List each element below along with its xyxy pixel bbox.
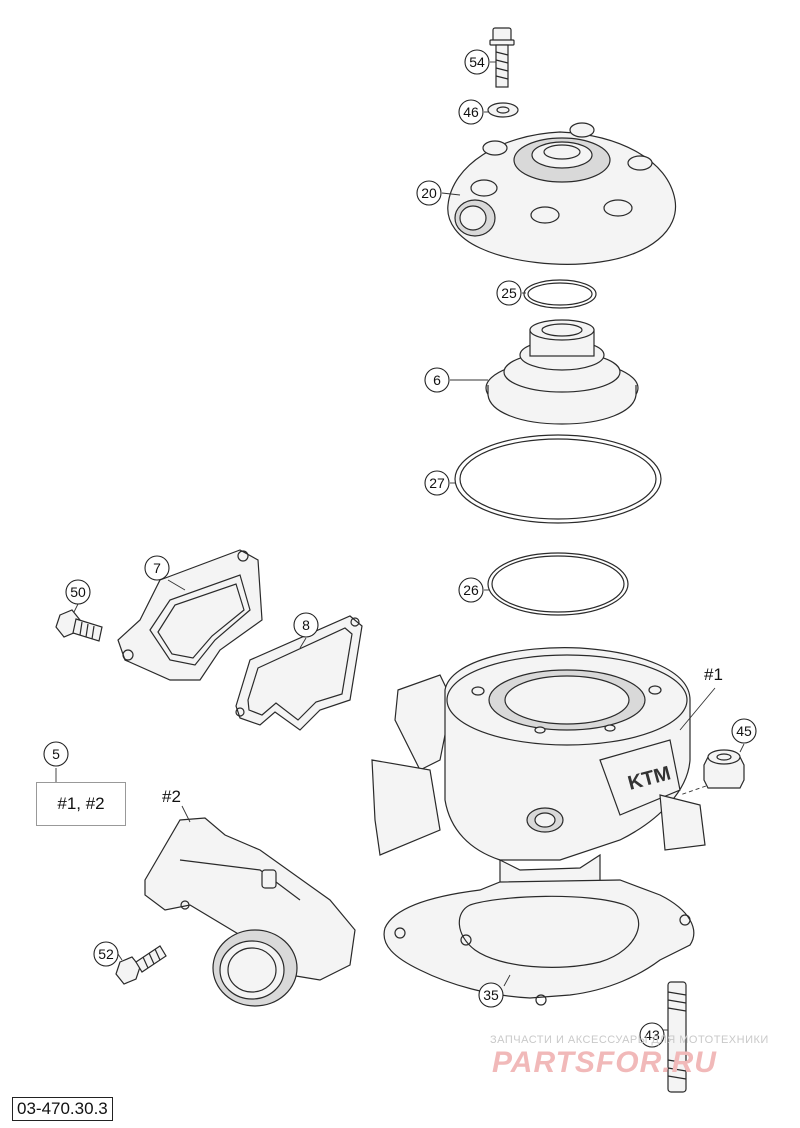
callout-label: 54	[469, 54, 485, 70]
callout-label: 27	[429, 475, 445, 491]
kit-reference-box: #1, #2	[36, 782, 126, 826]
base-gasket-35	[383, 879, 695, 1006]
callout-label: 6	[433, 372, 441, 388]
washer-46	[487, 102, 519, 118]
callout-43: 43	[639, 1022, 665, 1048]
reed-cover-7	[117, 549, 263, 681]
callout-54: 54	[464, 49, 490, 75]
callout-27: 27	[424, 470, 450, 496]
nut-45	[679, 749, 745, 796]
o-ring-26	[487, 552, 629, 616]
callout-label: 45	[736, 723, 752, 739]
o-ring-25	[523, 279, 597, 309]
callout-6: 6	[424, 367, 450, 393]
callout-label: 20	[421, 185, 437, 201]
assembly-ref-1: #1	[704, 665, 723, 684]
callout-label: 26	[463, 582, 479, 598]
callout-label: 7	[153, 560, 161, 576]
watermark-tagline: ЗАПЧАСТИ И АКСЕССУАРЫ ДЛЯ МОТОТЕХНИКИ	[490, 1034, 769, 1046]
callout-label: 25	[501, 285, 517, 301]
combustion-insert-6	[485, 319, 639, 425]
callout-label: 5	[52, 746, 60, 762]
callout-45: 45	[731, 718, 757, 744]
callout-label: 52	[98, 946, 114, 962]
callout-label: 35	[483, 987, 499, 1003]
callout-50: 50	[65, 579, 91, 605]
bolt-50	[55, 609, 103, 642]
drawing-number: 03-470.30.3	[12, 1097, 113, 1121]
callout-8: 8	[293, 612, 319, 638]
callout-20: 20	[416, 180, 442, 206]
stud-43	[667, 981, 687, 1093]
callout-label: 8	[302, 617, 310, 633]
cylinder-head-20	[447, 122, 677, 265]
callout-52: 52	[93, 941, 119, 967]
callout-5: 5	[43, 741, 69, 767]
callout-label: 43	[644, 1027, 660, 1043]
intake-flange-2	[144, 817, 356, 1007]
watermark-brand: PARTSFOR.RU	[492, 1046, 717, 1079]
callout-35: 35	[478, 982, 504, 1008]
callout-label: 50	[70, 584, 86, 600]
assembly-ref-2: #2	[162, 787, 181, 806]
callout-7: 7	[144, 555, 170, 581]
bolt-52	[115, 945, 167, 985]
callout-label: 46	[463, 104, 479, 120]
callout-46: 46	[458, 99, 484, 125]
callout-26: 26	[458, 577, 484, 603]
callout-25: 25	[496, 280, 522, 306]
o-ring-27	[454, 434, 662, 524]
bolt-54	[489, 27, 515, 88]
